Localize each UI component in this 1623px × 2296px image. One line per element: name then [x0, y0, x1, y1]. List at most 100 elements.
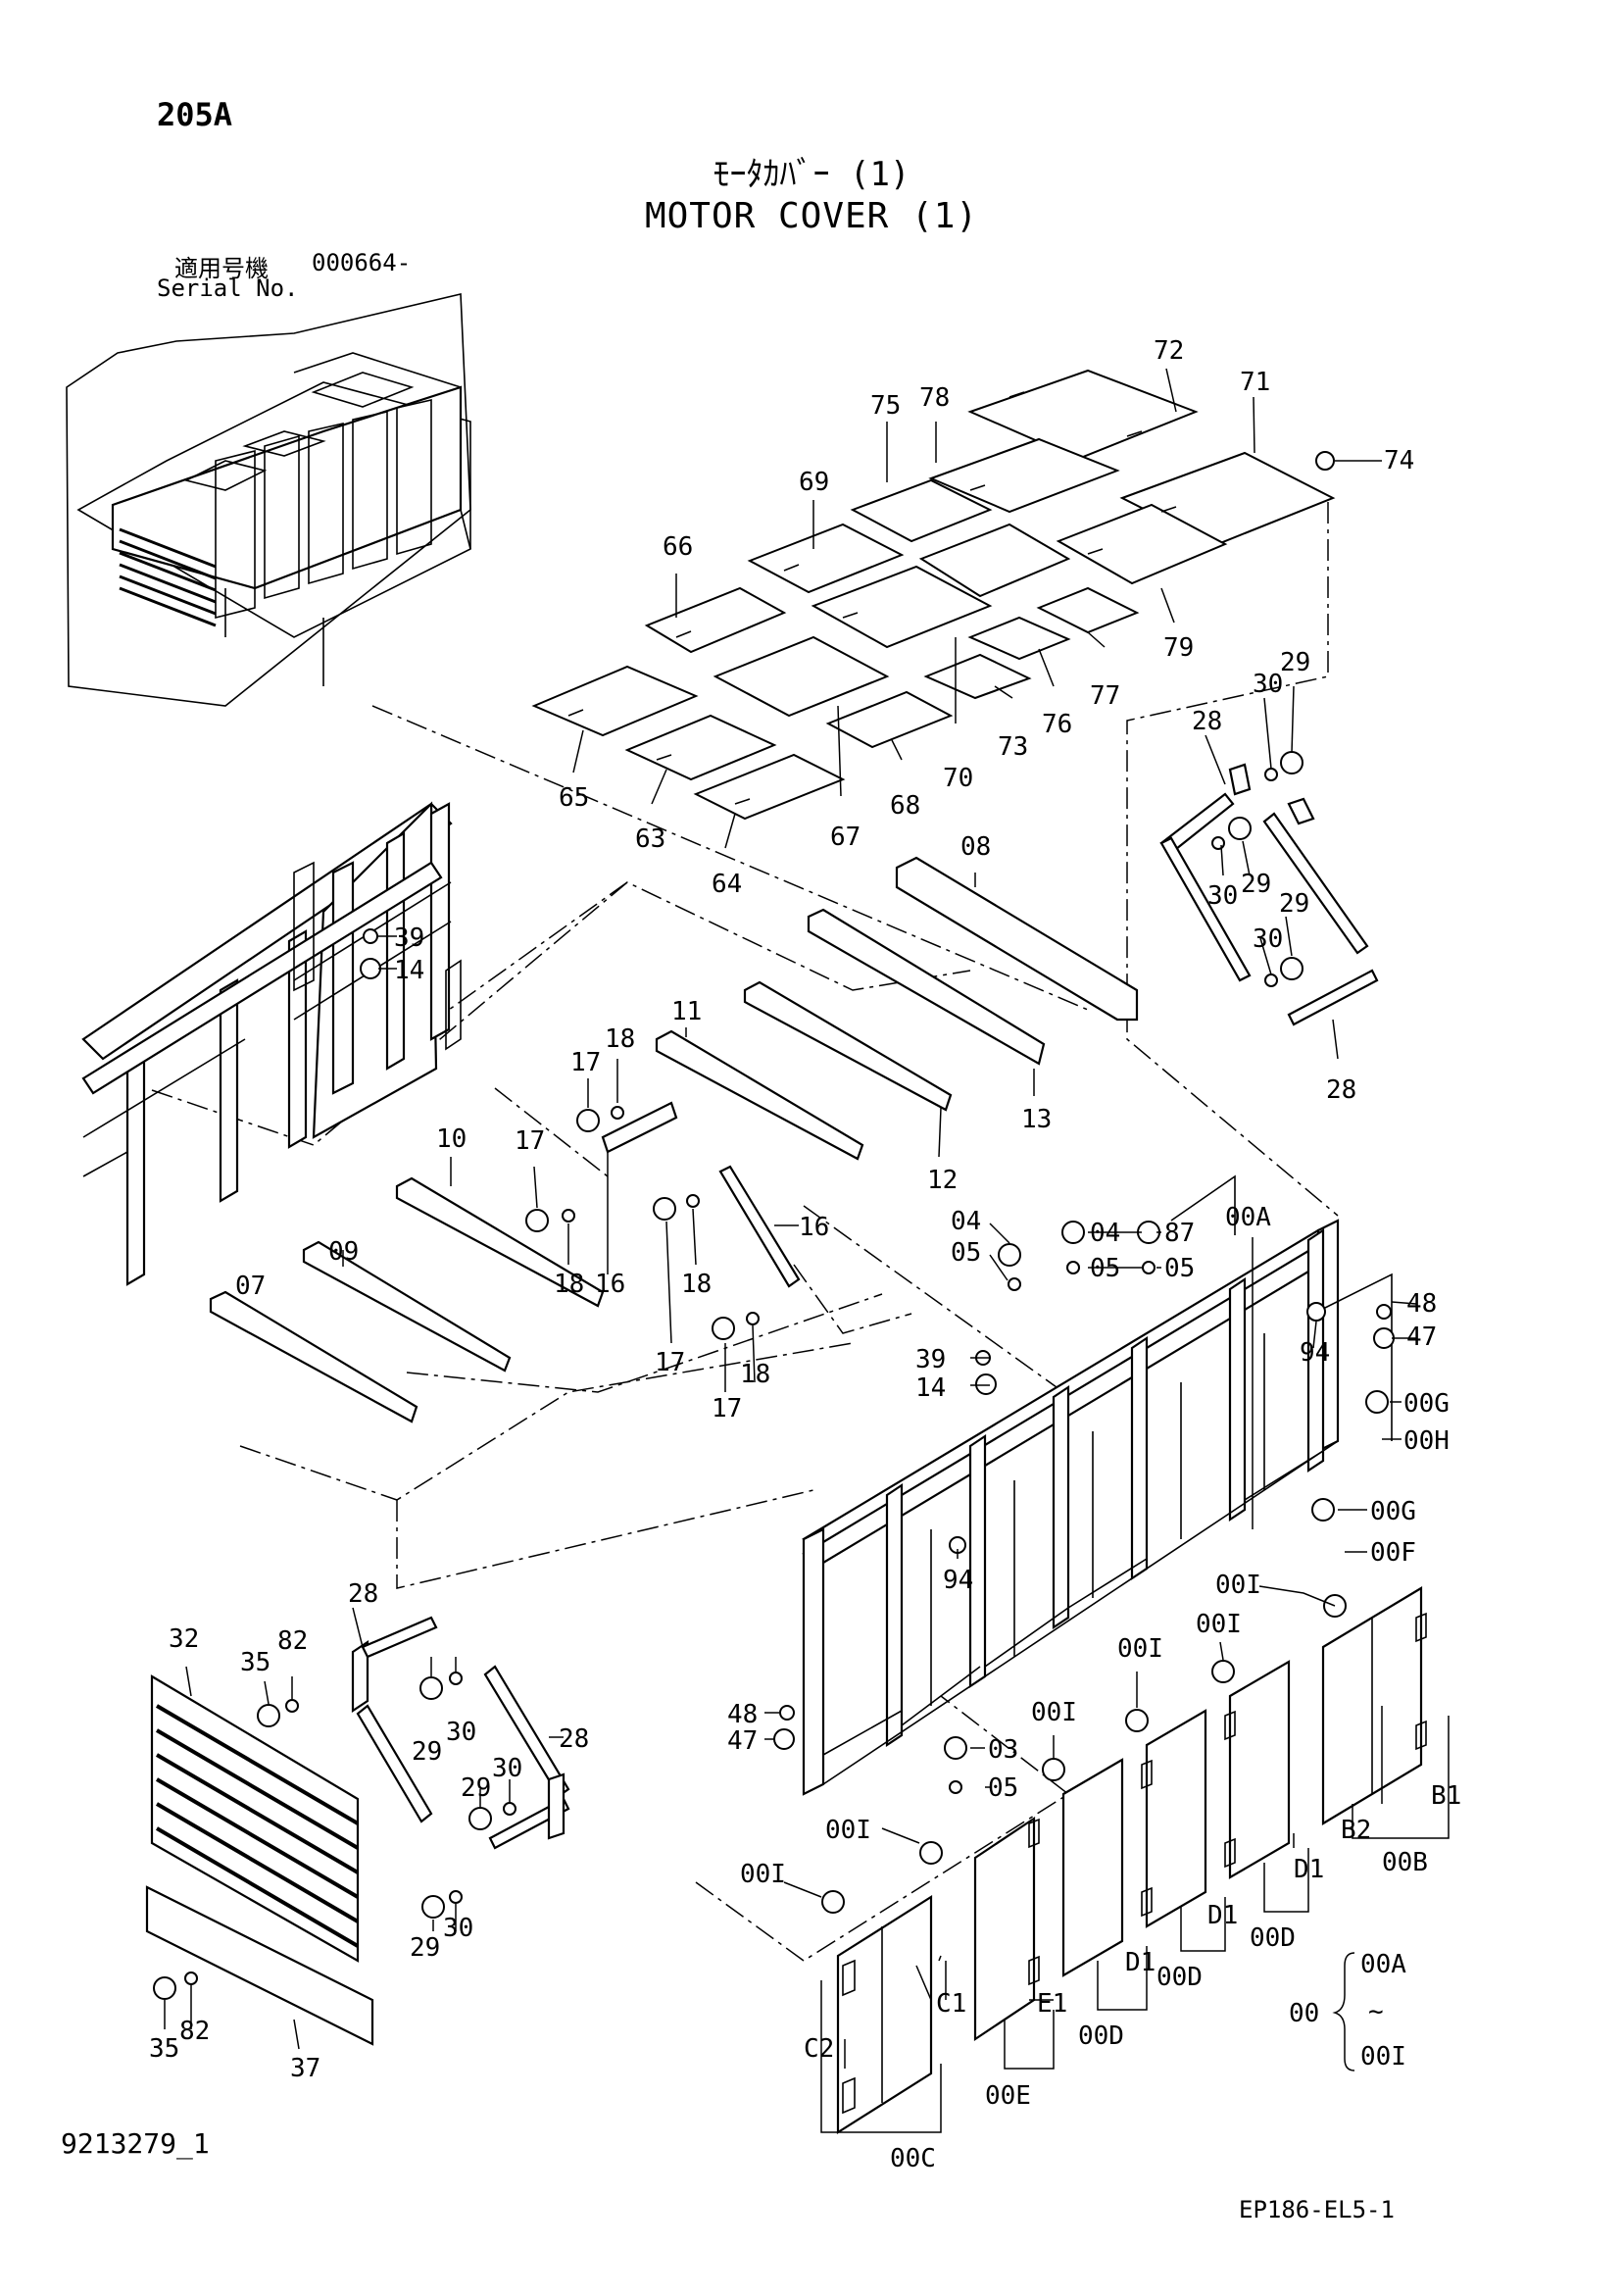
roof-cover-plates [531, 369, 1336, 821]
callout-12: 12 [927, 1166, 958, 1195]
legend-range-start: 00A [1360, 1950, 1406, 1979]
bracket-16a [601, 1101, 678, 1154]
callout-48b: 48 [727, 1700, 758, 1729]
callout-D1b: D1 [1207, 1901, 1238, 1930]
callout-B2: B2 [1341, 1816, 1371, 1845]
callout-17d: 17 [712, 1394, 742, 1423]
callout-E1: E1 [1037, 1989, 1067, 2019]
fasteners [153, 451, 1395, 2000]
upper-right-brackets [1159, 763, 1379, 1026]
callout-68: 68 [890, 791, 920, 821]
door-00Da [1061, 1758, 1124, 1977]
callout-00Da: 00D [1078, 2021, 1124, 2051]
callout-C1: C1 [936, 1989, 966, 2019]
plate-78 [928, 437, 1120, 514]
callout-C2: C2 [804, 2034, 834, 2064]
callout-47b: 47 [727, 1726, 758, 1756]
callout-29c: 29 [1279, 889, 1309, 919]
callout-14b: 14 [915, 1373, 946, 1403]
callout-39a: 39 [394, 923, 424, 953]
callout-29a: 29 [1280, 648, 1310, 677]
callout-17a: 17 [570, 1048, 601, 1077]
plate-75 [850, 478, 993, 543]
callout-35a: 35 [240, 1648, 270, 1677]
plate-66 [644, 586, 787, 654]
callout-37: 37 [290, 2054, 320, 2083]
plate-69 [747, 523, 905, 594]
callout-32: 32 [169, 1624, 199, 1654]
callout-39b: 39 [915, 1345, 946, 1374]
callout-48a: 48 [1406, 1289, 1437, 1319]
door-00Dc [1228, 1660, 1291, 1879]
range-legend: 00 00A ~ 00I [1289, 1950, 1406, 2071]
callout-11: 11 [671, 997, 702, 1026]
callout-05c: 05 [1164, 1254, 1195, 1283]
callout-16a: 16 [595, 1270, 625, 1299]
callout-28b: 28 [1326, 1075, 1356, 1105]
callout-82b: 82 [179, 2017, 210, 2046]
callout-28d: 28 [559, 1724, 589, 1754]
plate-77 [1036, 586, 1140, 634]
callout-18a: 18 [605, 1024, 635, 1054]
member-11 [655, 1029, 864, 1161]
bracket-16b [718, 1165, 801, 1288]
callout-18c: 18 [681, 1270, 712, 1299]
callout-00B: 00B [1382, 1848, 1428, 1877]
callout-47a: 47 [1406, 1323, 1437, 1352]
callout-72: 72 [1154, 336, 1184, 366]
callout-94a: 94 [1300, 1338, 1330, 1368]
callout-09: 09 [328, 1237, 359, 1267]
callout-03: 03 [988, 1735, 1018, 1765]
member-08 [895, 856, 1139, 1022]
door-panels [836, 1586, 1427, 2134]
callout-82a: 82 [277, 1626, 308, 1656]
callout-35b: 35 [149, 2034, 179, 2064]
callout-05b: 05 [1090, 1254, 1120, 1283]
callout-30c: 30 [1253, 924, 1283, 954]
legend-prefix: 00 [1289, 1999, 1319, 2028]
plate-63 [624, 714, 777, 781]
callout-00Ib: 00I [1196, 1610, 1242, 1639]
member-13 [807, 908, 1046, 1066]
title-english: MOTOR COVER (1) [644, 196, 979, 236]
callout-00Ga: 00G [1403, 1389, 1450, 1419]
callout-00Ie: 00I [825, 1816, 871, 1845]
callout-30e: 30 [492, 1754, 522, 1783]
callout-B1: B1 [1431, 1781, 1461, 1811]
callout-30f: 30 [443, 1914, 473, 1943]
plate-70 [811, 565, 993, 649]
callout-00E: 00E [985, 2081, 1031, 2111]
page-number: 205A [157, 96, 233, 133]
callout-94b: 94 [943, 1566, 973, 1595]
serial-label-japanese: 適用号機 [174, 255, 269, 282]
serial-label-english: Serial No. [157, 275, 299, 302]
callout-77: 77 [1090, 681, 1120, 711]
callout-64: 64 [712, 870, 742, 899]
callout-D1c: D1 [1294, 1855, 1324, 1884]
callout-18d: 18 [740, 1360, 770, 1389]
plate-65 [531, 665, 699, 737]
callout-labels: 72 71 74 75 78 69 66 79 77 76 73 70 68 6… [149, 336, 1461, 2173]
callout-29d: 29 [412, 1737, 442, 1767]
legend-range-end: 00I [1360, 2042, 1406, 2071]
callout-00Db: 00D [1156, 1963, 1203, 1992]
callout-00If: 00I [740, 1860, 786, 1889]
plate-73 [923, 653, 1032, 700]
callout-07: 07 [235, 1272, 266, 1301]
serial-value: 000664- [312, 249, 412, 276]
door-00E [973, 1816, 1036, 2042]
member-07 [209, 1290, 418, 1423]
callout-00F: 00F [1370, 1538, 1416, 1568]
callout-30b: 30 [1207, 881, 1238, 911]
callout-71: 71 [1240, 368, 1270, 397]
callout-00Gb: 00G [1370, 1497, 1416, 1526]
callout-30d: 30 [446, 1718, 476, 1747]
member-10 [395, 1176, 605, 1308]
callout-10: 10 [436, 1124, 467, 1154]
callout-00Dc: 00D [1250, 1923, 1296, 1953]
callout-16b: 16 [799, 1213, 829, 1242]
callout-30a: 30 [1253, 670, 1283, 699]
callout-08: 08 [960, 832, 991, 862]
left-frame-assembly [81, 801, 462, 1286]
